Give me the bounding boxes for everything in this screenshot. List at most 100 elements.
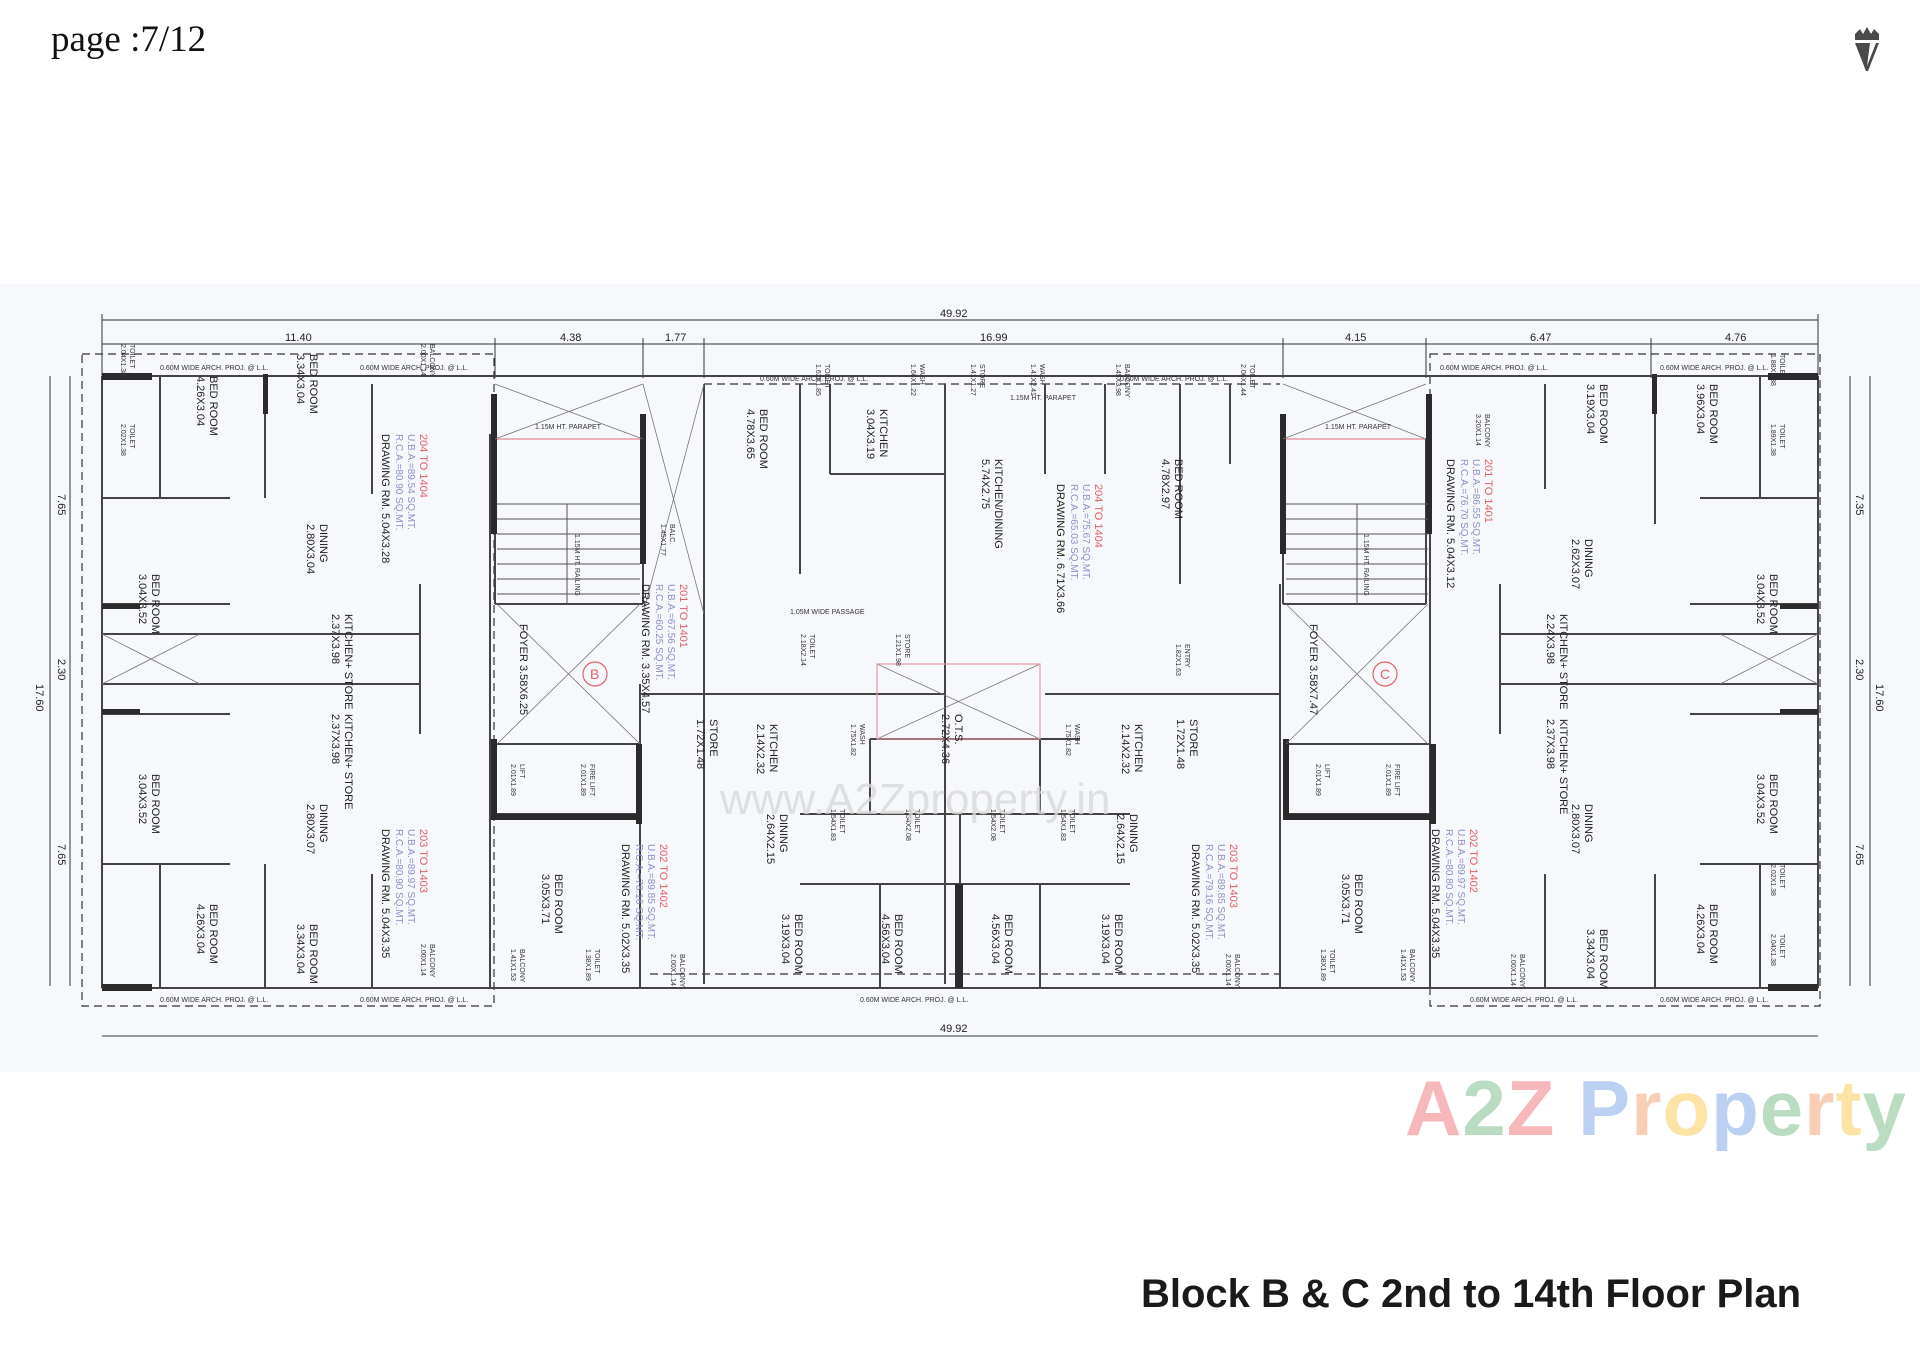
svg-text:2.62X3.07: 2.62X3.07 xyxy=(1569,539,1581,589)
unit-label-203-left: 203 TO 1403 U.B.A.=89.97 SQ.MT. R.C.A.=8… xyxy=(379,829,429,958)
svg-text:2.24X3.98: 2.24X3.98 xyxy=(1544,614,1556,664)
svg-text:2.06X1.44: 2.06X1.44 xyxy=(1239,364,1246,396)
staircase-b xyxy=(497,503,640,604)
dim-total-width-bottom: 49.92 xyxy=(940,1023,968,1035)
parapet-note: 1.15M HT. PARAPET xyxy=(535,424,602,431)
svg-text:3.34X3.04: 3.34X3.04 xyxy=(294,354,306,404)
svg-text:STORE: STORE xyxy=(903,634,910,658)
svg-text:201 TO 1401: 201 TO 1401 xyxy=(1482,459,1494,523)
svg-text:1.21X1.98: 1.21X1.98 xyxy=(894,634,901,666)
svg-text:KITCHEN: KITCHEN xyxy=(1132,724,1144,772)
svg-text:TOILET: TOILET xyxy=(128,344,135,369)
unit-label-203-center: 203 TO 1403 U.B.A.=89.85 SQ.MT. R.C.A.=7… xyxy=(1189,844,1239,973)
svg-text:1.54X1.83: 1.54X1.83 xyxy=(1059,809,1066,841)
svg-text:1.82X1.63: 1.82X1.63 xyxy=(1174,644,1181,676)
void-markers xyxy=(101,383,1819,745)
passage-note: 1.05M WIDE PASSAGE xyxy=(790,609,865,616)
svg-text:R.C.A.=79.16 SQ.MT.: R.C.A.=79.16 SQ.MT. xyxy=(1203,844,1214,940)
svg-text:204 TO 1404: 204 TO 1404 xyxy=(417,434,429,498)
svg-text:1.88X1.38: 1.88X1.38 xyxy=(1769,354,1776,386)
svg-text:U.B.A.=75.67 SQ.MT.: U.B.A.=75.67 SQ.MT. xyxy=(1080,484,1091,580)
svg-text:R.C.A.=80.90 SQ.MT.: R.C.A.=80.90 SQ.MT. xyxy=(393,829,404,925)
dim-depth-left: 17.60 xyxy=(33,684,45,712)
svg-text:3.34X3.04: 3.34X3.04 xyxy=(1584,929,1596,979)
svg-text:1.62X1.85: 1.62X1.85 xyxy=(814,364,821,396)
dimension-lines xyxy=(49,314,1871,1037)
svg-text:KITCHEN+ STORE: KITCHEN+ STORE xyxy=(342,714,354,809)
svg-text:1.41X1.53: 1.41X1.53 xyxy=(509,949,516,981)
svg-text:4.56X3.04: 4.56X3.04 xyxy=(879,914,891,964)
svg-text:2.14X2.32: 2.14X2.32 xyxy=(1119,724,1131,774)
dim-seg-2: 4.38 xyxy=(560,332,581,344)
svg-text:BED ROOM: BED ROOM xyxy=(792,914,804,974)
svg-text:BED ROOM: BED ROOM xyxy=(1707,904,1719,964)
parapet-note: 1.15M HT. PARAPET xyxy=(1010,395,1077,402)
svg-text:TOILET: TOILET xyxy=(1778,864,1785,889)
dim-seg-1: 11.40 xyxy=(285,332,312,344)
svg-text:1.72X1.48: 1.72X1.48 xyxy=(1174,719,1186,769)
svg-text:4.26X3.04: 4.26X3.04 xyxy=(1694,904,1706,954)
svg-text:3.96X3.04: 3.96X3.04 xyxy=(1694,384,1706,434)
svg-text:TOILET: TOILET xyxy=(823,364,830,389)
svg-text:BALCONY: BALCONY xyxy=(428,344,435,378)
svg-text:DINING: DINING xyxy=(317,804,329,843)
watermark-letter: o xyxy=(1662,1064,1712,1152)
svg-text:BED ROOM: BED ROOM xyxy=(307,354,319,414)
watermark-letter: y xyxy=(1862,1064,1907,1152)
watermark-letter: A xyxy=(1405,1064,1463,1152)
svg-text:3.19X3.04: 3.19X3.04 xyxy=(779,914,791,964)
svg-text:TOILET: TOILET xyxy=(128,424,135,449)
svg-text:TOILET: TOILET xyxy=(1068,809,1075,834)
svg-text:BALC.: BALC. xyxy=(668,524,675,544)
svg-text:U.B.A.=89.85 SQ.MT.: U.B.A.=89.85 SQ.MT. xyxy=(645,844,656,940)
svg-text:BED ROOM: BED ROOM xyxy=(1707,384,1719,444)
watermark-letter: r xyxy=(1631,1064,1663,1152)
svg-text:BED ROOM: BED ROOM xyxy=(1597,384,1609,444)
watermark-letter: t xyxy=(1835,1064,1863,1152)
watermark-letter: r xyxy=(1804,1064,1836,1152)
block-b-marker: B xyxy=(590,666,599,682)
svg-text:R.C.A.=78.16 SQ.MT.: R.C.A.=78.16 SQ.MT. xyxy=(633,844,644,940)
svg-text:TOILET: TOILET xyxy=(1778,934,1785,959)
dim-left-3: 7.65 xyxy=(55,844,67,865)
svg-text:2.37X3.98: 2.37X3.98 xyxy=(1544,719,1556,769)
svg-text:1.75X1.82: 1.75X1.82 xyxy=(1064,724,1071,756)
svg-text:2.00X1.14: 2.00X1.14 xyxy=(419,944,426,976)
svg-text:DINING: DINING xyxy=(1127,814,1139,853)
svg-text:ENTRY: ENTRY xyxy=(1183,644,1190,668)
railing-note: 1.15M HT. RAILING xyxy=(573,534,580,596)
svg-text:3.34X3.04: 3.34X3.04 xyxy=(294,924,306,974)
svg-text:DINING: DINING xyxy=(777,814,789,853)
svg-text:201 TO 1401: 201 TO 1401 xyxy=(677,584,689,648)
svg-text:U.B.A.=89.97 SQ.MT.: U.B.A.=89.97 SQ.MT. xyxy=(1455,829,1466,925)
svg-text:3.04X3.52: 3.04X3.52 xyxy=(136,774,148,824)
structural-columns xyxy=(102,373,1818,991)
unit-label-202-center: 202 TO 1402 U.B.A.=89.85 SQ.MT. R.C.A.=7… xyxy=(619,844,669,973)
svg-text:1.41X2.41: 1.41X2.41 xyxy=(1029,364,1036,396)
svg-text:R.C.A.=65.03 SQ.MT.: R.C.A.=65.03 SQ.MT. xyxy=(1068,484,1079,580)
svg-text:1.54X2.08: 1.54X2.08 xyxy=(989,809,996,841)
svg-text:TOILET: TOILET xyxy=(998,809,1005,834)
svg-text:2.00X1.14: 2.00X1.14 xyxy=(1509,954,1516,986)
